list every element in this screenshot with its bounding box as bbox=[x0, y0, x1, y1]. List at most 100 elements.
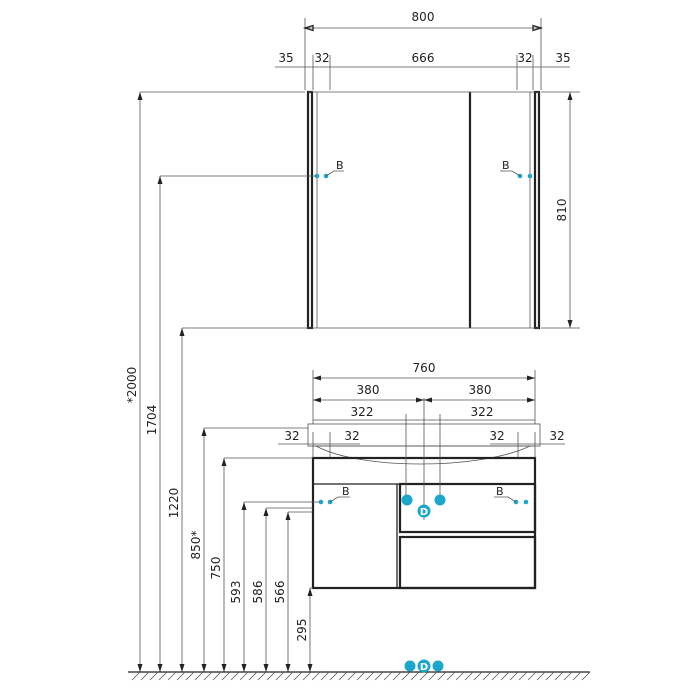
dim-1704-label: 1704 bbox=[145, 405, 159, 436]
floor-hatch-line bbox=[131, 671, 141, 681]
floor-hatch-line bbox=[581, 671, 591, 681]
connection-point-dot bbox=[314, 173, 320, 179]
dim-566-label: 566 bbox=[273, 581, 287, 604]
dim-vanity-322: 322 322 bbox=[313, 405, 535, 500]
d-marker bbox=[417, 659, 431, 673]
floor-hatch-line bbox=[212, 671, 222, 681]
d-label: D bbox=[420, 507, 428, 518]
dim-322-left: 322 bbox=[351, 405, 374, 419]
dim-1220-label: 1220 bbox=[167, 488, 181, 519]
mirror-left-post bbox=[306, 90, 314, 330]
floor-hatch-line bbox=[329, 671, 339, 681]
dim-800-label: 800 bbox=[412, 10, 435, 24]
floor-hatch-line bbox=[338, 671, 348, 681]
vanity-b-left: B bbox=[318, 485, 350, 505]
floor-hatch-line bbox=[383, 671, 393, 681]
vanity-d-connection: D bbox=[401, 494, 446, 518]
height-dimensions: *2000 1704 1220 850* 750 593 586 566 295 bbox=[125, 91, 320, 672]
dim-35-left: 35 bbox=[278, 51, 293, 65]
floor-hatch-line bbox=[374, 671, 384, 681]
dim-750-label: 750 bbox=[209, 557, 223, 580]
b-label: B bbox=[336, 159, 344, 172]
floor-hatch-line bbox=[563, 671, 573, 681]
floor-hatch-line bbox=[275, 671, 285, 681]
dim-322-right: 322 bbox=[471, 405, 494, 419]
floor-hatch-line bbox=[437, 671, 447, 681]
floor-hatch-line bbox=[419, 671, 429, 681]
floor-hatch-line bbox=[230, 671, 240, 681]
dim-666: 666 bbox=[412, 51, 435, 65]
connection-point-dot bbox=[318, 499, 324, 505]
mirror-b-left: B bbox=[314, 159, 344, 179]
connection-point-dot bbox=[523, 499, 529, 505]
floor-hatch-line bbox=[527, 671, 537, 681]
floor-hatch-line bbox=[356, 671, 366, 681]
dim-32-left: 32 bbox=[314, 51, 329, 65]
floor-hatch-line bbox=[572, 671, 582, 681]
floor-hatch-line bbox=[293, 671, 303, 681]
floor-hatch-line bbox=[266, 671, 276, 681]
dim-32-vanity-lb: 32 bbox=[344, 429, 359, 443]
mirror-b-right: B bbox=[500, 159, 533, 179]
dim-2000-label: *2000 bbox=[125, 367, 139, 404]
b-label: B bbox=[502, 159, 510, 172]
dim-380-right: 380 bbox=[469, 383, 492, 397]
d-label: D bbox=[420, 662, 428, 673]
floor-hatch-line bbox=[464, 671, 474, 681]
floor-hatch-line bbox=[509, 671, 519, 681]
connection-point-dot bbox=[527, 173, 533, 179]
connection-point-dot bbox=[434, 494, 446, 506]
floor-hatch-line bbox=[185, 671, 195, 681]
dim-380-left: 380 bbox=[357, 383, 380, 397]
floor-hatch-line bbox=[392, 671, 402, 681]
floor-hatch-line bbox=[221, 671, 231, 681]
mirror-right-post bbox=[533, 90, 541, 330]
floor-hatch-line bbox=[545, 671, 555, 681]
vanity-basin bbox=[315, 445, 531, 465]
floor-hatch-line bbox=[239, 671, 249, 681]
mirror-cabinet bbox=[306, 90, 541, 330]
floor-hatch-line bbox=[491, 671, 501, 681]
floor-hatch-line bbox=[140, 671, 150, 681]
floor-hatch-line bbox=[518, 671, 528, 681]
floor-hatch-line bbox=[194, 671, 204, 681]
vanity-b-right: B bbox=[494, 485, 529, 505]
floor-hatch-line bbox=[554, 671, 564, 681]
floor-hatch-line bbox=[320, 671, 330, 681]
floor-hatch-line bbox=[401, 671, 411, 681]
floor-hatch-line bbox=[482, 671, 492, 681]
dim-mirror-height: 810 bbox=[541, 91, 580, 329]
floor-hatch-line bbox=[500, 671, 510, 681]
floor-hatch-line bbox=[347, 671, 357, 681]
floor-hatch-line bbox=[257, 671, 267, 681]
dim-810-label: 810 bbox=[555, 199, 569, 222]
floor-hatch-line bbox=[311, 671, 321, 681]
floor-hatch-line bbox=[428, 671, 438, 681]
dim-295-label: 295 bbox=[295, 619, 309, 642]
b-label: B bbox=[496, 485, 504, 498]
b-label: B bbox=[342, 485, 350, 498]
vanity-drawer-bottom bbox=[398, 535, 537, 590]
dim-32-vanity-rb: 32 bbox=[549, 429, 564, 443]
floor-hatch-line bbox=[284, 671, 294, 681]
dim-32-right: 32 bbox=[517, 51, 532, 65]
dim-593-label: 593 bbox=[229, 581, 243, 604]
floor-hatch-line bbox=[536, 671, 546, 681]
dim-mirror-width: 800 bbox=[302, 10, 544, 90]
floor-hatch-line bbox=[365, 671, 375, 681]
dim-32-vanity-la: 32 bbox=[284, 429, 299, 443]
floor-hatch-line bbox=[446, 671, 456, 681]
dim-586-label: 586 bbox=[251, 581, 265, 604]
dim-mirror-parts: 35 32 666 32 35 bbox=[275, 51, 571, 90]
dim-760-label: 760 bbox=[413, 361, 436, 375]
vanity-drawer-top bbox=[398, 482, 537, 534]
dim-vanity-width: 760 bbox=[312, 361, 536, 424]
floor-hatch-line bbox=[410, 671, 420, 681]
connection-point-dot bbox=[404, 660, 416, 672]
floor-hatch-line bbox=[167, 671, 177, 681]
floor-hatch-line bbox=[248, 671, 258, 681]
dim-vanity-32s: 32 32 32 32 bbox=[278, 429, 565, 458]
floor-d-connection: D bbox=[404, 659, 444, 673]
connection-point-dot bbox=[432, 660, 444, 672]
